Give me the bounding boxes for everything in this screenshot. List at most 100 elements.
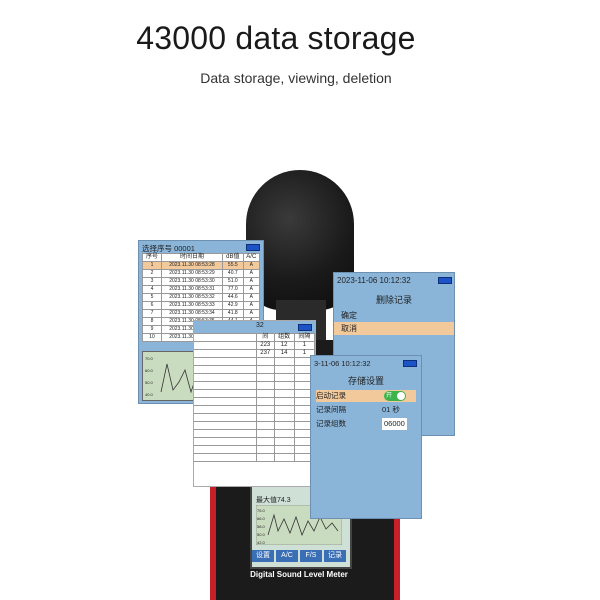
meter-brand-label: Digital Sound Level Meter xyxy=(250,570,348,579)
table-row xyxy=(194,453,316,462)
column-header: 间隔 xyxy=(293,333,316,342)
headline: 43000 data storage xyxy=(136,20,416,56)
table-cell: 2 xyxy=(142,269,162,278)
table-cell: 2023.11.30 08:53:31 xyxy=(160,285,224,294)
table-row xyxy=(194,389,316,398)
table-row xyxy=(194,445,316,454)
table-cell: A xyxy=(242,261,261,270)
table-cell: 14 xyxy=(273,349,295,358)
table-row xyxy=(194,405,316,414)
tick-label: 42.0 xyxy=(257,540,266,545)
table-cell: 223 xyxy=(256,341,275,350)
tick-label: 40.0 xyxy=(145,392,154,397)
datetime-label: 2023-11-06 10:12:32 xyxy=(337,276,411,285)
column-header: A/C xyxy=(242,253,261,262)
battery-icon xyxy=(298,324,312,331)
table-cell: 41.8 xyxy=(222,309,244,318)
table-cell: 6 xyxy=(142,301,162,310)
table-cell: 12 xyxy=(273,341,295,350)
table-cell: 40.7 xyxy=(222,269,244,278)
record-sheet-panel: 32 间 组数 间隔 223 12 1 237 14 1 xyxy=(193,320,316,487)
data-list-title: 选择序号 00001 xyxy=(142,244,195,253)
table-cell: 2023.11.30 08:53:34 xyxy=(160,309,224,318)
table-cell: 2023.11.30 08:53:28 xyxy=(160,261,224,270)
battery-icon xyxy=(403,360,417,367)
table-cell: A xyxy=(242,269,261,278)
table-cell: 2023.11.30 08:53:29 xyxy=(160,269,224,278)
table-cell: 4 xyxy=(142,285,162,294)
column-header: 组数 xyxy=(273,333,295,342)
record-count-row[interactable]: 记录组数 06000 xyxy=(316,418,416,430)
confirm-option[interactable]: 确定 xyxy=(341,311,357,320)
setting-label: 记录组数 xyxy=(316,419,346,428)
column-header: dB值 xyxy=(222,253,244,262)
table-row xyxy=(194,381,316,390)
column-header: 序号 xyxy=(142,253,162,262)
delete-title: 删除记录 xyxy=(375,295,412,305)
table-cell: 2023.11.30 08:53:33 xyxy=(160,301,224,310)
table-row xyxy=(194,429,316,438)
tick-label: 70.0 xyxy=(145,356,154,361)
tick-label: 58.0 xyxy=(257,524,266,529)
table-cell: 5 xyxy=(142,293,162,302)
cancel-option[interactable]: 取消 xyxy=(334,322,454,335)
tab-settings[interactable]: 设置 xyxy=(252,550,274,562)
column-header: 间 xyxy=(256,333,275,342)
table-cell: 77.0 xyxy=(222,285,244,294)
table-row xyxy=(194,373,316,382)
table-cell: 44.6 xyxy=(222,293,244,302)
table-cell: 55.5 xyxy=(222,261,244,270)
table-cell: 51.0 xyxy=(222,277,244,286)
storage-settings-panel: 3-11-06 10:12:32 存储设置 启动记录 开 记录间隔 01 秒 记… xyxy=(310,355,422,519)
tick-label: 75.0 xyxy=(257,508,266,513)
table-cell: 2023.11.30 08:53:30 xyxy=(160,277,224,286)
record-interval-row[interactable]: 记录间隔 01 秒 xyxy=(316,404,416,416)
tick-label: 66.0 xyxy=(257,516,266,521)
record-toggle[interactable]: 开 xyxy=(384,391,406,401)
tab-ac[interactable]: A/C xyxy=(276,550,298,562)
table-cell: 42.9 xyxy=(222,301,244,310)
table-cell: 9 xyxy=(142,325,162,334)
interval-value[interactable]: 01 秒 xyxy=(382,405,400,414)
table-cell: 7 xyxy=(142,309,162,318)
tick-label: 60.0 xyxy=(145,368,154,373)
table-cell: 8 xyxy=(142,317,162,326)
table-cell: 3 xyxy=(142,277,162,286)
tab-fs[interactable]: F/S xyxy=(300,550,322,562)
table-cell: 237 xyxy=(256,349,275,358)
battery-icon xyxy=(438,277,452,284)
table-cell: A xyxy=(242,309,261,318)
start-record-row[interactable]: 启动记录 开 xyxy=(316,390,416,402)
datetime-label: 3-11-06 10:12:32 xyxy=(314,359,371,368)
storage-title: 存储设置 xyxy=(347,376,384,386)
table-cell: A xyxy=(242,301,261,310)
table-cell: A xyxy=(242,285,261,294)
record-sheet-table: 间 组数 间隔 223 12 1 237 14 1 xyxy=(194,333,316,462)
tick-label: 50.0 xyxy=(145,380,154,385)
table-row xyxy=(194,421,316,430)
table-cell: A xyxy=(242,293,261,302)
record-count-value[interactable]: 06000 xyxy=(382,418,407,430)
table-cell: 2023.11.30 08:53:32 xyxy=(160,293,224,302)
table-cell: 1 xyxy=(142,261,162,270)
column-header: 时间日期 xyxy=(160,253,224,262)
setting-label: 记录间隔 xyxy=(316,405,346,414)
table-row xyxy=(194,357,316,366)
sheet-header-bar: 32 xyxy=(194,321,315,333)
table-cell: 10 xyxy=(142,333,162,342)
table-row xyxy=(194,413,316,422)
table-cell: 1 xyxy=(293,341,316,350)
tick-label: 50.0 xyxy=(257,532,266,537)
meter-tab-bar: 设置 A/C F/S 记录 xyxy=(252,550,346,562)
tab-record[interactable]: 记录 xyxy=(324,550,346,562)
subheadline: Data storage, viewing, deletion xyxy=(200,70,392,86)
table-row xyxy=(194,437,316,446)
table-row xyxy=(194,365,316,374)
